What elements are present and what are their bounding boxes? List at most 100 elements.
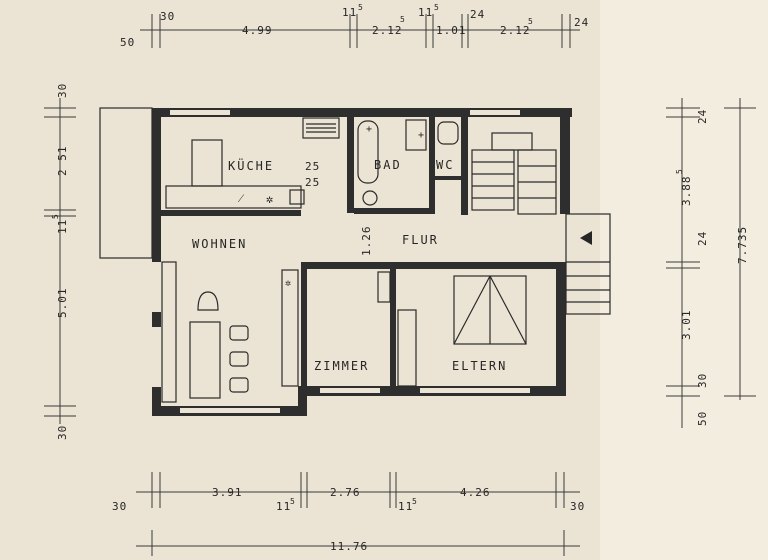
dim-bottom-115b: 11	[398, 500, 413, 513]
chair-3	[229, 377, 249, 393]
dim-top-115a-sup: 5	[358, 3, 363, 12]
terrace	[99, 107, 153, 259]
wall-right-lower	[556, 262, 566, 396]
stair-upper	[471, 149, 515, 211]
bedroom-furniture	[377, 271, 527, 387]
bathtub	[357, 120, 379, 184]
flur-width: 1.26	[360, 226, 373, 257]
dim-left-30bottom: 30	[56, 425, 69, 440]
wall-wc-stair	[461, 117, 468, 215]
wall-wc-bottom	[435, 176, 461, 180]
dim-top-24a: 24	[470, 8, 485, 21]
wall-bath-bottom	[354, 208, 434, 214]
fan-icon: ✲	[266, 192, 273, 206]
dim-top-2125a: 2.12	[372, 24, 403, 37]
dim-right-301: 3.01	[680, 310, 693, 341]
dim-right-24b: 24	[696, 231, 709, 246]
wall-kitchen-bath	[347, 117, 354, 213]
toilet	[437, 121, 459, 145]
dim-left-30top: 30	[56, 83, 69, 98]
dim-right-3885-sup: 5	[675, 169, 684, 174]
dim-right-24: 24	[696, 109, 709, 124]
wall-kitchen-bottom	[161, 210, 301, 216]
room-label-kueche: KÜCHE	[228, 157, 274, 173]
dim-top-24b: 24	[574, 16, 589, 29]
washing-machine-icon	[362, 190, 378, 206]
dim-bottom-1176: 11.76	[330, 540, 368, 553]
dim-right-30: 30	[696, 373, 709, 388]
dim-bottom-30r: 30	[570, 500, 585, 513]
chair-1	[229, 325, 249, 341]
dim-top-101: 1.01	[436, 24, 467, 37]
dining-table	[189, 321, 221, 399]
dim-bottom-276: 2.76	[330, 486, 361, 499]
wall-bath-wc	[429, 117, 435, 214]
dim-bottom-426: 4.26	[460, 486, 491, 499]
wall-zimmer-eltern	[390, 262, 396, 390]
dim-top-2125a-sup: 5	[400, 15, 405, 24]
window-zimmer	[320, 388, 380, 393]
room-label-wc: WC	[436, 158, 454, 172]
zimmer-wardrobe	[377, 271, 391, 303]
dim-top-499: 4.99	[242, 24, 273, 37]
dim-left-251: 2 51	[56, 146, 69, 177]
kitchen-table	[191, 139, 223, 187]
stair	[471, 132, 611, 315]
window-wohnen	[180, 408, 280, 413]
window-kitchen	[170, 110, 230, 115]
room-label-zimmer: ZIMMER	[314, 359, 369, 373]
armchair	[197, 291, 219, 311]
entrance-arrow-icon	[580, 231, 592, 245]
bath-furniture: + +	[357, 119, 459, 206]
stove-icon: ⁄	[237, 191, 245, 205]
wall-top	[152, 108, 572, 117]
window-eltern	[420, 388, 530, 393]
dim-top-115b-sup: 5	[434, 3, 439, 12]
dim-left-501: 5.01	[56, 288, 69, 319]
eltern-wardrobe	[397, 309, 417, 387]
dim-right-7735: 7.735	[736, 226, 749, 264]
tap-icon-2: +	[418, 130, 424, 141]
room-label-flur: FLUR	[402, 233, 439, 247]
living-furniture: ✲	[161, 261, 299, 403]
kitchen-cabinet	[302, 117, 340, 139]
dim-top-115b: 11	[418, 6, 433, 19]
dim-bottom-391: 3.91	[212, 486, 243, 499]
entrance-steps	[565, 213, 611, 315]
dimension-lines	[44, 14, 756, 556]
dim-top-115a: 11	[342, 6, 357, 19]
tap-icon: +	[366, 124, 372, 135]
dim-bottom-115a: 11	[276, 500, 291, 513]
vent-icon: ✲	[285, 278, 291, 289]
wall-right-upper	[560, 108, 570, 214]
dim-bottom-115a-sup: 5	[290, 497, 295, 506]
window-left-2	[152, 327, 161, 387]
dim-top-50: 50	[120, 36, 135, 49]
window-stair	[470, 110, 520, 115]
kitchen-mark-b: 25	[305, 176, 320, 189]
dim-right-50: 50	[696, 411, 709, 426]
dim-top-2125b: 2.12	[500, 24, 531, 37]
chair-2	[229, 351, 249, 367]
wall-wohnen-zimmer	[301, 262, 307, 392]
dim-top-30: 30	[160, 10, 175, 23]
walls	[152, 108, 572, 416]
window-left	[152, 262, 161, 312]
paper-highlight	[600, 0, 768, 560]
dim-bottom-115b-sup: 5	[412, 497, 417, 506]
room-label-eltern: ELTERN	[452, 359, 507, 373]
kitchen-mark-a: 25	[305, 160, 320, 173]
stair-landing	[491, 132, 533, 151]
living-shelf	[161, 261, 177, 403]
kitchen-sink	[289, 189, 305, 205]
dim-top-2125b-sup: 5	[528, 17, 533, 26]
wall-flur-bottom	[302, 262, 562, 269]
kitchen-counter	[165, 185, 302, 209]
washbasin	[405, 119, 427, 151]
dim-bottom-30l: 30	[112, 500, 127, 513]
room-label-bad: BAD	[374, 158, 402, 172]
dim-left-115-sup: 5	[51, 214, 60, 219]
wall-bottom-step	[298, 386, 307, 416]
